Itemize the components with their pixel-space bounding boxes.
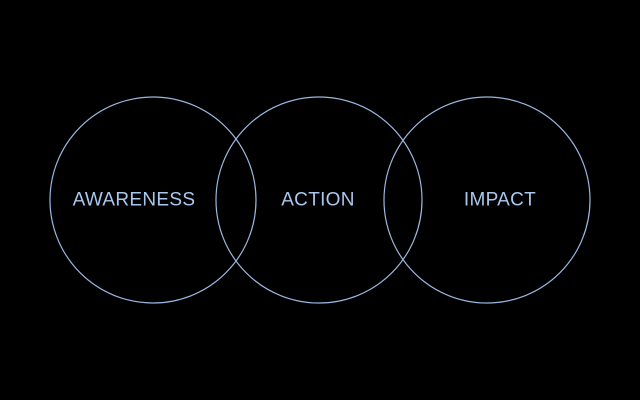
impact-label: IMPACT: [464, 190, 536, 211]
impact-circle: [383, 96, 591, 304]
action-circle: [215, 96, 423, 304]
awareness-circle: [49, 96, 257, 304]
awareness-label: AWARENESS: [73, 190, 196, 211]
action-label: ACTION: [281, 190, 355, 211]
